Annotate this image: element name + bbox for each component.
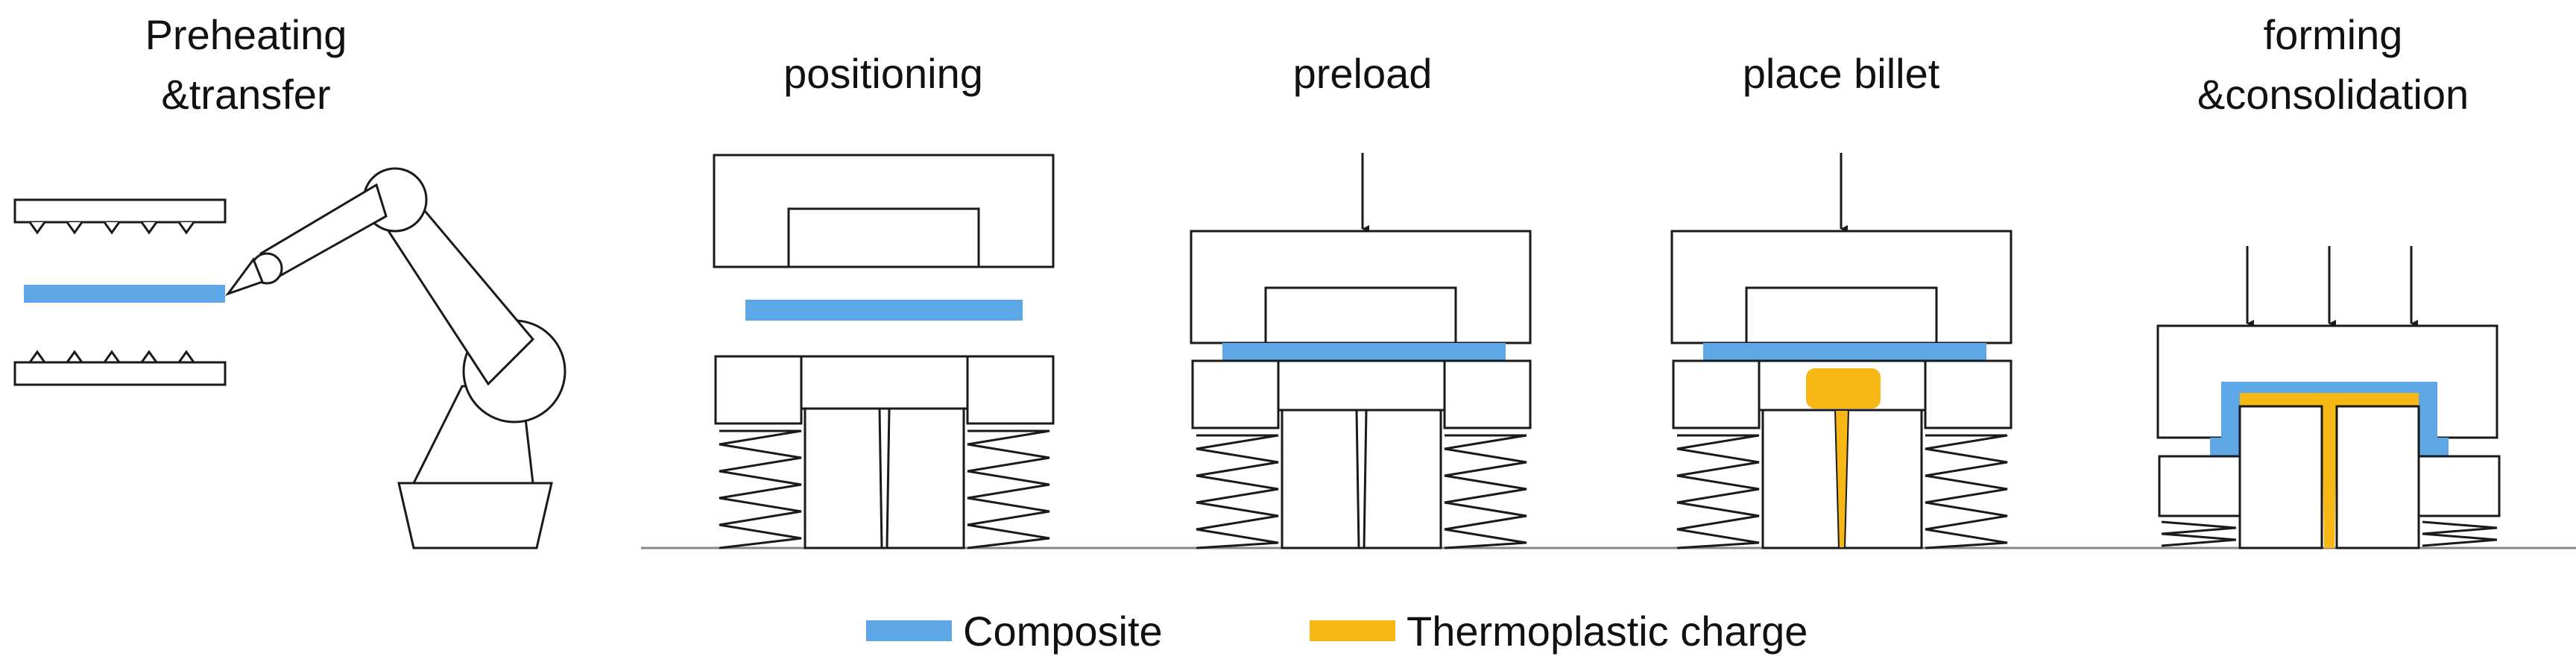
stage-title-forming-line1: forming	[2264, 11, 2403, 58]
charge-runner	[1834, 409, 1850, 549]
spring	[2422, 520, 2498, 547]
legend-label-composite: Composite	[963, 608, 1163, 655]
spring	[1925, 434, 2008, 549]
composite-sheet	[1222, 343, 1506, 361]
composite-sheet	[745, 300, 1023, 321]
spring	[1444, 434, 1527, 549]
robot-arm	[224, 167, 566, 549]
legend-swatch-composite	[866, 620, 952, 641]
spring	[719, 429, 802, 549]
upper-heater	[13, 198, 227, 235]
stage-preload	[1190, 153, 1532, 549]
stage-title-preheating-line1: Preheating	[145, 11, 347, 58]
lower-mold	[714, 355, 1055, 549]
upper-mold	[1670, 230, 2012, 344]
composite-sheet	[24, 285, 225, 303]
stage-preheating	[13, 167, 566, 549]
stage-positioning	[713, 154, 1055, 549]
charge-formed	[2240, 393, 2419, 548]
thermoplastic-billet	[1806, 368, 1881, 409]
lower-mold	[1672, 359, 2012, 549]
lower-mold	[1191, 359, 1532, 549]
spring	[2161, 520, 2237, 547]
spring	[967, 429, 1050, 549]
lower-mold	[2158, 405, 2501, 549]
legend-swatch-charge	[1310, 620, 1395, 641]
stage-place-billet	[1670, 153, 2012, 549]
legend-label-charge: Thermoplastic charge	[1407, 608, 1808, 655]
stage-title-positioning: positioning	[783, 50, 983, 97]
composite-sheet	[1703, 343, 1986, 361]
stage-title-place-billet: place billet	[1743, 50, 1940, 97]
lower-heater	[13, 350, 227, 386]
legend: Composite Thermoplastic charge	[866, 608, 1808, 655]
spring	[1676, 434, 1760, 549]
stage-title-preload: preload	[1293, 50, 1433, 97]
stage-forming	[2156, 246, 2501, 549]
stage-title-forming-line2: &consolidation	[2197, 71, 2469, 118]
spring	[1196, 434, 1279, 549]
upper-mold	[713, 154, 1055, 268]
composite-formed	[2210, 382, 2449, 456]
stage-title-preheating-line2: &transfer	[161, 71, 330, 118]
upper-mold	[1190, 230, 1532, 344]
